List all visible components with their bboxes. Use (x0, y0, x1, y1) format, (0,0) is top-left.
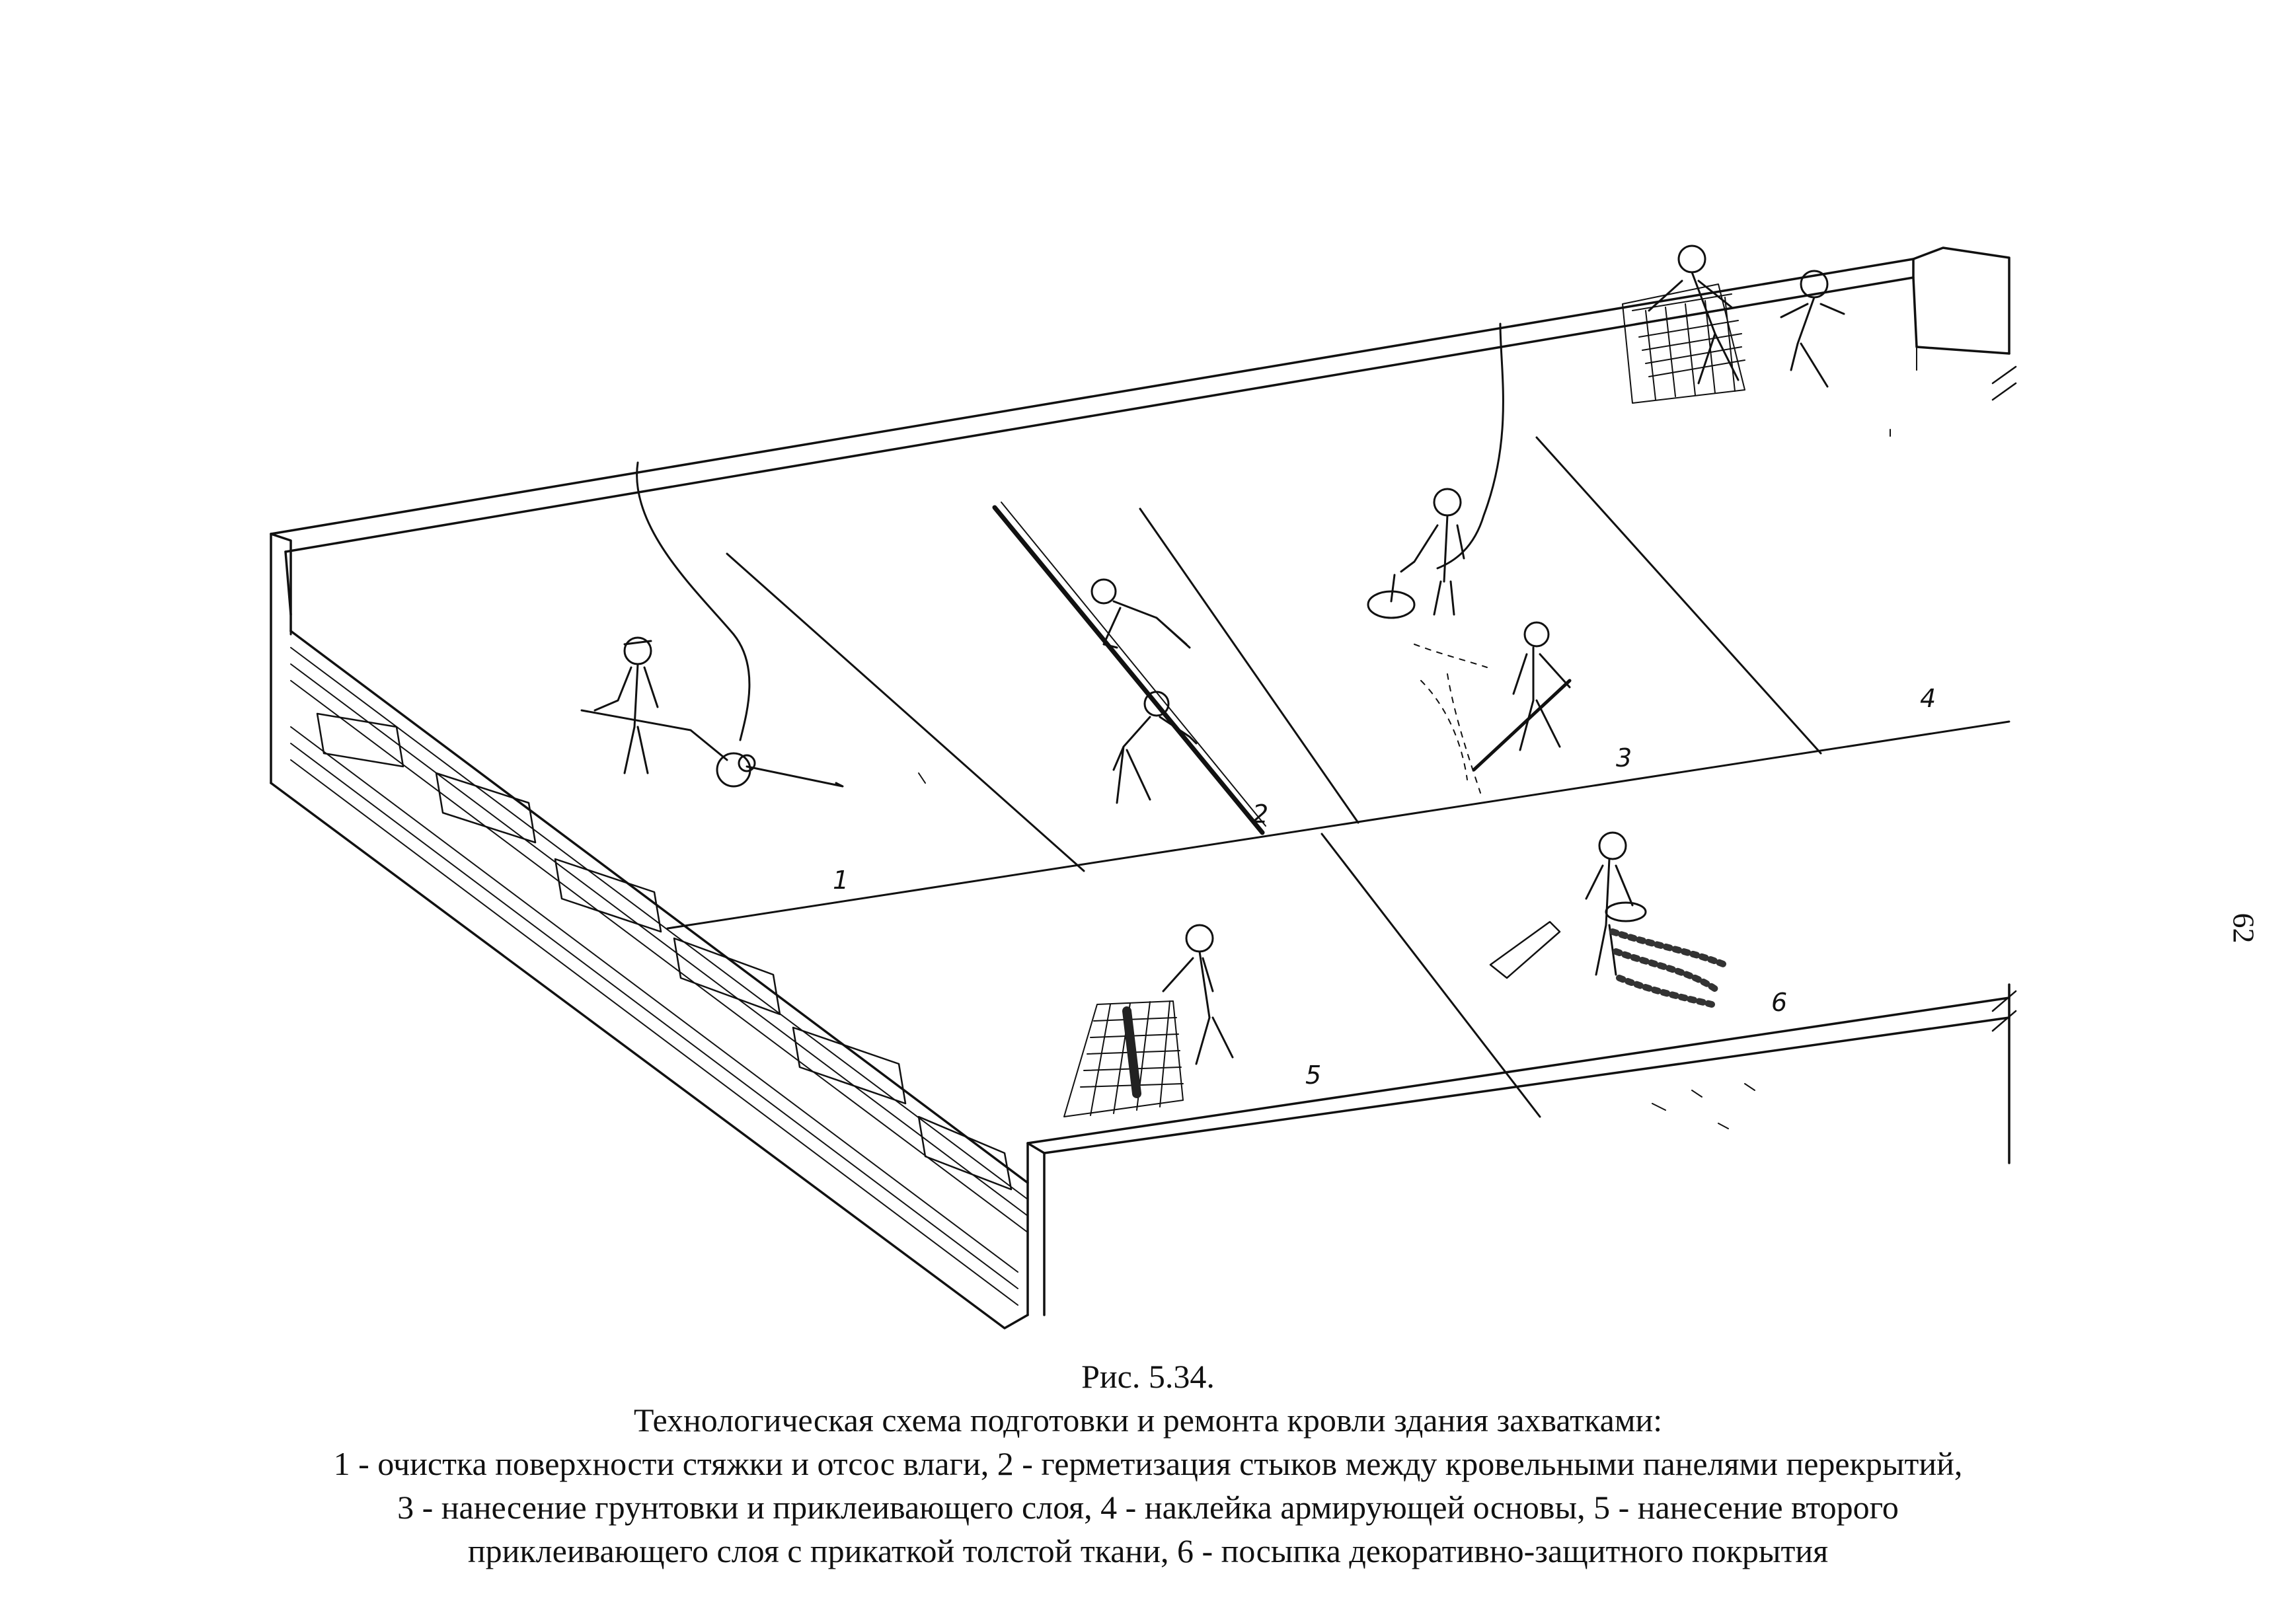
worker-zone-2-kneeling (1091, 578, 1191, 649)
worker-zone-5 (1063, 924, 1234, 1117)
zone-label-2: 2 (1252, 800, 1268, 829)
left-parapet (270, 429, 1891, 1330)
zone-label-4: 4 (1920, 684, 1936, 713)
workers-zone-4-back (1622, 244, 1845, 404)
caption-line: 3 - нанесение грунтовки и приклеивающего… (397, 1489, 1899, 1526)
caption-title: Технологическая схема подготовки и ремон… (633, 1402, 1663, 1439)
front-parapet (1026, 365, 2017, 1316)
zone-label-6: 6 (1771, 988, 1787, 1017)
zone-label-1: 1 (833, 866, 849, 895)
worker-zone-3-brush (1414, 621, 1572, 794)
hoses (636, 322, 1504, 741)
zone-label-3: 3 (1616, 743, 1632, 772)
page-number: 62 (2227, 913, 2261, 944)
caption-line: приклеивающего слоя с прикаткой толстой … (467, 1532, 1829, 1569)
back-parapet (270, 246, 2010, 616)
worker-zone-1 (580, 636, 844, 788)
worker-zone-6 (1489, 831, 1755, 1129)
roof-seams (289, 436, 2010, 1118)
caption-line: 1 - очистка поверхности стяжки и отсос в… (333, 1445, 1963, 1482)
worker-zone-3-primer (1367, 488, 1465, 619)
figure-number: Рис. 5.34. (1081, 1358, 1215, 1395)
zone-label-5: 5 (1305, 1061, 1321, 1090)
figure-caption: Рис. 5.34. Технологическая схема подгото… (0, 1355, 2296, 1573)
worker-zone-2-sealing (1112, 691, 1198, 804)
